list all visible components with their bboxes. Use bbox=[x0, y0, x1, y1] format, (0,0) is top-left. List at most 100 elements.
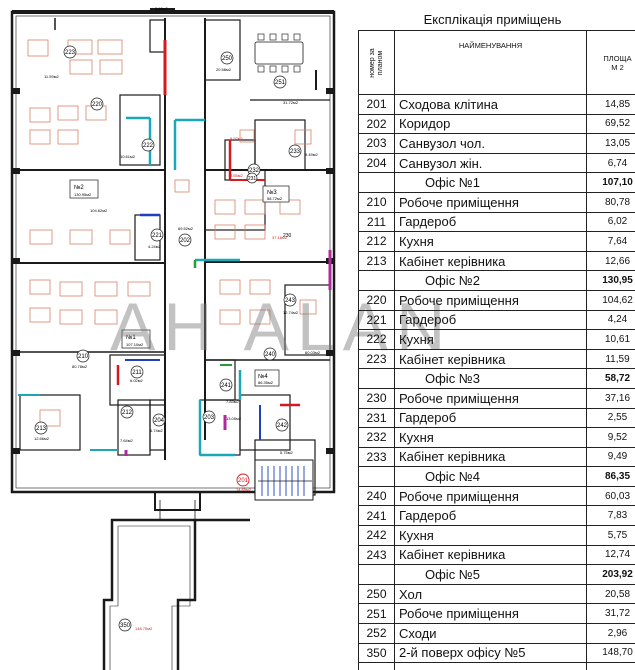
conference-table bbox=[254, 33, 304, 73]
svg-text:201: 201 bbox=[238, 478, 249, 484]
svg-text:69.52м2: 69.52м2 bbox=[178, 226, 194, 231]
cell-num: 230 bbox=[358, 387, 395, 409]
furniture bbox=[27, 39, 317, 427]
cell-area: 12,74 bbox=[586, 544, 635, 566]
cell-name: Робоче приміщення bbox=[394, 191, 587, 213]
cell-name: Сходи bbox=[394, 623, 587, 644]
svg-text:202: 202 bbox=[180, 238, 191, 244]
cell-name: Кухня bbox=[394, 329, 587, 350]
cell-name: 2-й поверх офісу №5 bbox=[394, 642, 587, 664]
cell-name: Офіс №3 bbox=[394, 368, 587, 389]
svg-text:242: 242 bbox=[277, 423, 288, 429]
cell-num: 243 bbox=[358, 544, 395, 566]
svg-text:№4: №4 bbox=[258, 373, 268, 380]
cell-area: 14,85 bbox=[586, 94, 635, 115]
svg-text:11.59м2: 11.59м2 bbox=[44, 74, 59, 79]
cell-area: 2,55 bbox=[586, 407, 635, 429]
svg-text:223: 223 bbox=[65, 50, 76, 56]
svg-text:5.75м2: 5.75м2 bbox=[280, 450, 294, 455]
cell-num: 251 bbox=[358, 603, 395, 625]
cell-num: 210 bbox=[358, 191, 395, 213]
cell-name: Санвузол чол. bbox=[394, 133, 587, 154]
cell-area: 148,70 bbox=[586, 642, 635, 664]
cell-area: 58,72 bbox=[586, 368, 635, 389]
svg-text:212: 212 bbox=[122, 410, 133, 416]
room-label-202: 202 69.52м2 bbox=[178, 226, 194, 247]
header-number: номер за планом bbox=[358, 30, 395, 95]
cell-num: 250 bbox=[358, 583, 395, 605]
cell-area: 6,74 bbox=[586, 152, 635, 174]
cell-name: Гардероб bbox=[394, 309, 587, 331]
cell-area: 20,58 bbox=[586, 583, 635, 605]
cell-area: 2,96 bbox=[586, 623, 635, 644]
cell-area: 5,75 bbox=[586, 525, 635, 546]
cell-name: Кабінет керівника bbox=[394, 544, 587, 566]
svg-text:7.64м2: 7.64м2 bbox=[120, 438, 134, 443]
svg-text:31.72м2: 31.72м2 bbox=[283, 100, 299, 105]
svg-text:230: 230 bbox=[283, 233, 292, 239]
svg-text:9.52м2: 9.52м2 bbox=[230, 136, 244, 141]
svg-text:231: 231 bbox=[248, 176, 257, 182]
cell-name: Офіс №4 bbox=[394, 466, 587, 487]
cell-num: 240 bbox=[358, 485, 395, 507]
cell-num: 203 bbox=[358, 133, 395, 154]
svg-text:12.66м2: 12.66м2 bbox=[34, 436, 50, 441]
svg-text:211: 211 bbox=[132, 370, 142, 376]
svg-text:№1: №1 bbox=[126, 334, 136, 341]
cell-num: 242 bbox=[358, 525, 395, 546]
cell-num: 223 bbox=[358, 348, 395, 370]
cell-name: Коридор bbox=[394, 113, 587, 135]
cell-num: 204 bbox=[358, 152, 395, 174]
cell-area: 11,59 bbox=[586, 348, 635, 370]
color-partitions bbox=[18, 40, 332, 457]
cell-name: Офіс №1 bbox=[394, 172, 587, 193]
svg-text:210: 210 bbox=[78, 354, 89, 360]
cell-area: 86,35 bbox=[586, 466, 635, 487]
svg-text:7.83м2: 7.83м2 bbox=[226, 399, 240, 404]
cell-area: 130,95 bbox=[586, 270, 635, 291]
svg-text:58.72м2: 58.72м2 bbox=[267, 196, 283, 201]
svg-text:4.24м2: 4.24м2 bbox=[148, 244, 162, 249]
wall-columns bbox=[12, 8, 334, 454]
svg-text:№2: №2 bbox=[74, 184, 84, 191]
svg-text:221: 221 bbox=[152, 233, 163, 239]
explication-panel: Експлікація приміщень номер за планом НА… bbox=[350, 0, 635, 670]
cell-name: Хол bbox=[394, 583, 587, 605]
svg-text:107.10м2: 107.10м2 bbox=[126, 342, 144, 347]
cell-area: 60,03 bbox=[586, 485, 635, 507]
cell-num: 211 bbox=[358, 211, 395, 233]
cell-area: 69,52 bbox=[586, 113, 635, 135]
cell-num: 233 bbox=[358, 446, 395, 468]
cell-name: Гардероб bbox=[394, 407, 587, 429]
area-220: 104.62м2 bbox=[90, 208, 108, 213]
cell-num: 222 bbox=[358, 329, 395, 350]
cell-num bbox=[358, 368, 395, 389]
stairs bbox=[254, 459, 314, 501]
cell-num: 232 bbox=[358, 427, 395, 448]
